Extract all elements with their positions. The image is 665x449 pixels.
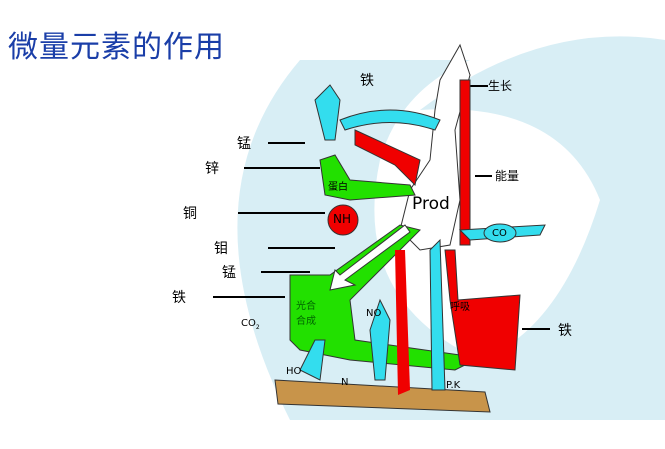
soil-bar bbox=[274, 379, 491, 413]
node-co: CO bbox=[492, 228, 507, 239]
input-h2o: HO bbox=[286, 366, 302, 377]
label-zinc: 锌 bbox=[205, 161, 219, 177]
node-prod: Prod bbox=[412, 194, 450, 214]
label-iron-right: 铁 bbox=[558, 323, 572, 339]
label-energy: 能量 bbox=[495, 169, 520, 183]
nh-node bbox=[327, 204, 359, 236]
label-molybdenum: 钼 bbox=[214, 241, 228, 257]
label-manganese: 锰 bbox=[237, 136, 251, 152]
input-co2: CO2 bbox=[241, 318, 260, 331]
node-photo-1: 光合 bbox=[296, 301, 316, 312]
node-nh: NH bbox=[333, 212, 351, 226]
red-down-arrow bbox=[395, 250, 410, 395]
co2-text: CO bbox=[241, 318, 256, 329]
input-pk: P.K bbox=[446, 380, 461, 391]
label-growth: 生长 bbox=[488, 79, 513, 93]
node-photo-2: 合成 bbox=[296, 316, 316, 327]
label-copper: 铜 bbox=[183, 206, 197, 222]
co-node bbox=[483, 223, 517, 243]
node-no: NO bbox=[366, 308, 382, 319]
node-protein: 蛋白 bbox=[328, 182, 348, 193]
red-arrows bbox=[354, 79, 521, 371]
input-n: N bbox=[341, 377, 349, 388]
left-arrows bbox=[213, 85, 550, 330]
label-manganese-2: 锰 bbox=[222, 265, 236, 281]
label-iron-top: 铁 bbox=[360, 73, 374, 89]
green-protein bbox=[319, 154, 416, 201]
page-title: 微量元素的作用 bbox=[8, 30, 225, 65]
white-arrow bbox=[329, 224, 411, 291]
label-iron-left: 铁 bbox=[172, 290, 186, 306]
co2-subscript: 2 bbox=[255, 324, 260, 331]
node-respiration: 呼吸 bbox=[450, 302, 470, 313]
